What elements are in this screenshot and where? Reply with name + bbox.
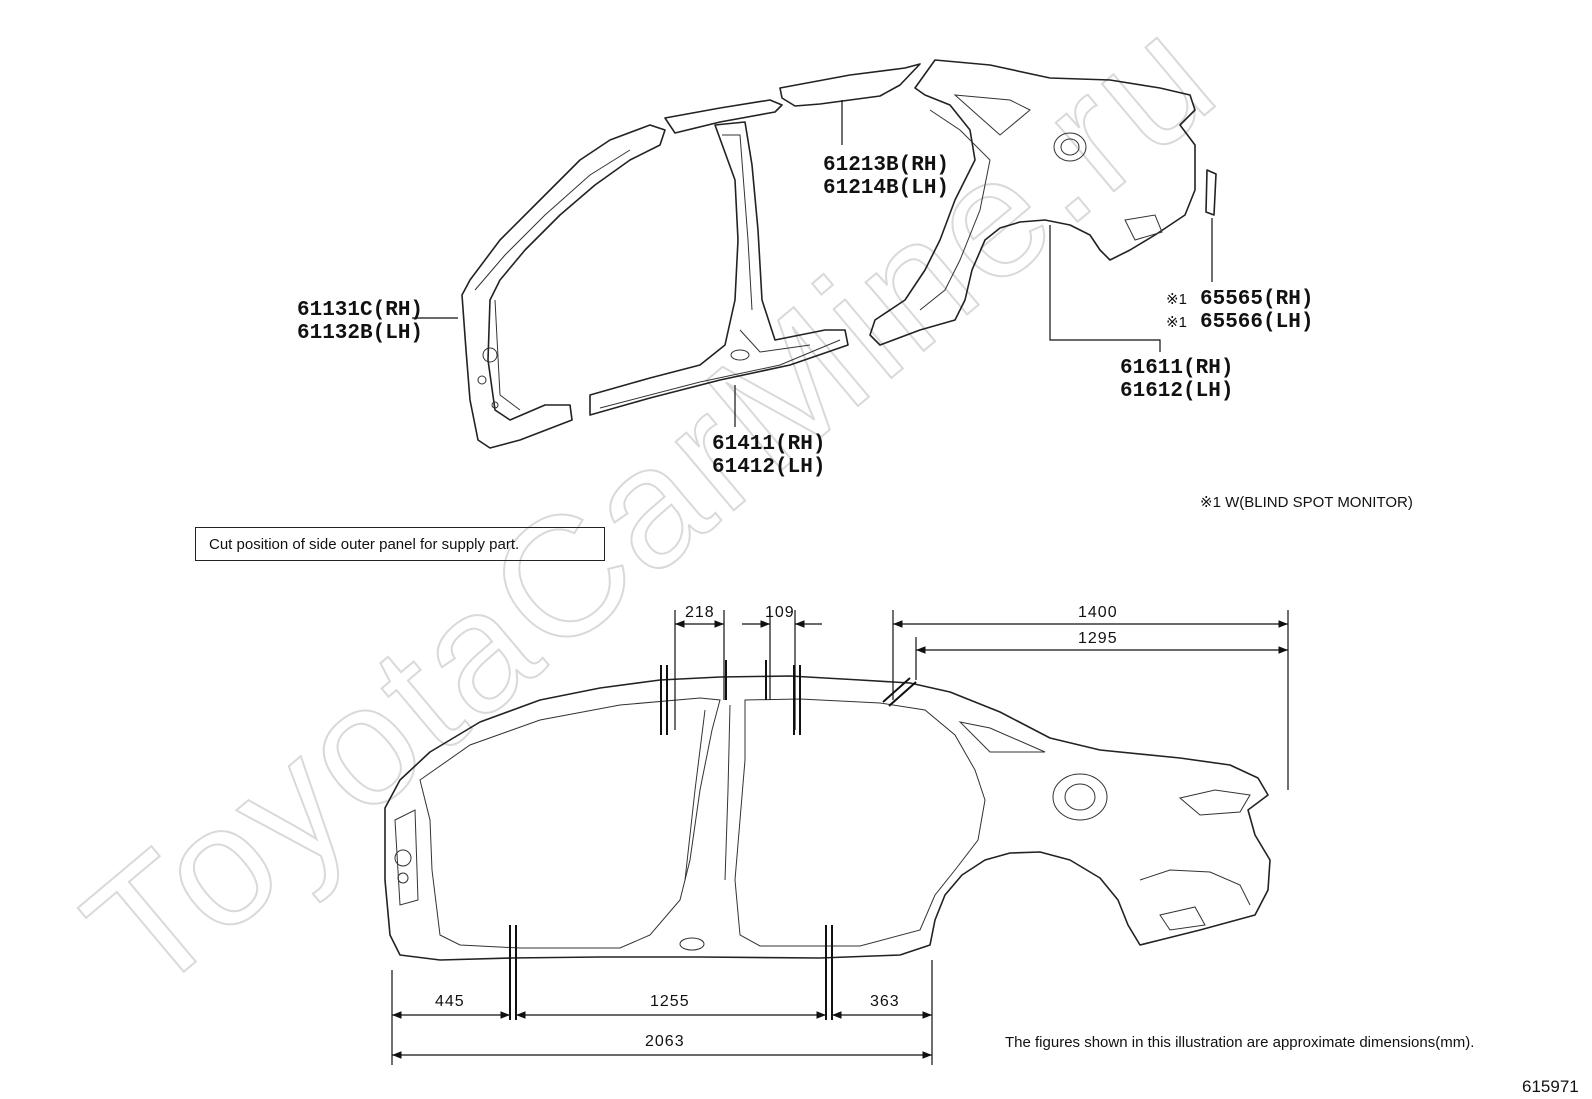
callout-quarter-panel: 61611(RH) 61612(LH): [1120, 357, 1233, 403]
dimension-lines: [391, 610, 1289, 1065]
callout-roof-side-rail: 61213B(RH) 61214B(LH): [823, 154, 949, 200]
dim-1255: 1255: [650, 993, 690, 1010]
dim-109: 109: [765, 604, 795, 621]
cut-lines: [509, 660, 917, 1020]
roof-rail-front: [664, 99, 783, 134]
svg-text:※1: ※1: [1166, 314, 1187, 331]
dim-363: 363: [870, 993, 900, 1010]
svg-text:61214B(LH): 61214B(LH): [823, 177, 949, 200]
dim-1400: 1400: [1078, 604, 1118, 621]
quarter-panel: [869, 59, 1196, 346]
center-pillar-rocker: [589, 121, 849, 416]
svg-text:65566(LH): 65566(LH): [1200, 311, 1313, 334]
callout-rocker-panel: 61411(RH) 61412(LH): [712, 433, 825, 479]
cut-position-caption: Cut position of side outer panel for sup…: [195, 527, 605, 561]
upper-leaders: [412, 100, 1213, 427]
dim-1295: 1295: [1078, 630, 1118, 647]
approx-dimensions-note: The figures shown in this illustration a…: [1005, 1034, 1474, 1051]
svg-text:65565(RH): 65565(RH): [1200, 288, 1313, 311]
svg-text:61612(LH): 61612(LH): [1120, 380, 1233, 403]
dim-445: 445: [435, 993, 465, 1010]
dim-218: 218: [685, 604, 715, 621]
callout-quarter-bracket: ※1 65565(RH) ※1 65566(LH): [1166, 288, 1313, 334]
lower-side-view: [384, 675, 1271, 961]
svg-text:61411(RH): 61411(RH): [712, 433, 825, 456]
side-outer-panel: [384, 675, 1271, 961]
dimension-labels: 218 109 1400 1295 445 1255 363 2063: [435, 604, 1118, 1050]
callout-front-pillar: 61131C(RH) 61132B(LH): [297, 299, 423, 345]
fuel-door: [1052, 773, 1108, 821]
blind-spot-footnote: ※1 W(BLIND SPOT MONITOR): [1200, 494, 1413, 511]
svg-text:61132B(LH): 61132B(LH): [297, 322, 423, 345]
svg-text:61412(LH): 61412(LH): [712, 456, 825, 479]
rear-door-opening: [734, 698, 986, 947]
front-pillar-panel: [461, 124, 666, 449]
quarter-window: [958, 721, 1046, 753]
svg-text:※1: ※1: [1166, 291, 1187, 308]
upper-exploded-view: [461, 59, 1217, 449]
dim-2063: 2063: [645, 1033, 685, 1050]
figure-number: 615971: [1522, 1077, 1579, 1096]
quarter-bracket: [1205, 169, 1217, 216]
roof-rail-rear: [779, 63, 921, 107]
svg-text:61611(RH): 61611(RH): [1120, 357, 1233, 380]
svg-text:61131C(RH): 61131C(RH): [297, 299, 423, 322]
svg-text:61213B(RH): 61213B(RH): [823, 154, 949, 177]
watermark: ToyotaCarMine.ru: [52, 0, 1251, 1028]
